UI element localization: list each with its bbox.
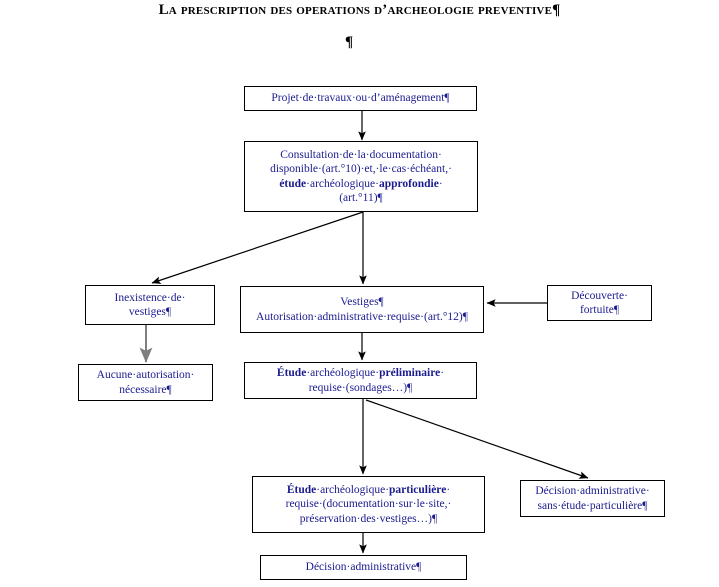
- node-text-line: Vestiges¶: [340, 296, 384, 308]
- node-text-line: (art.°11)¶: [339, 192, 383, 204]
- node-text: Vestiges¶ Autorisation·administrative·req…: [245, 295, 479, 324]
- node-text-line: Étude·archéologique·préliminaire·: [276, 367, 445, 379]
- node-text-line: Aucune·autorisation·: [96, 369, 195, 381]
- node-etude-archeologique-preliminaire[interactable]: Étude·archéologique·préliminaire· requise…: [244, 362, 477, 399]
- node-text-line: disponible·(art.°10)·et,·le·cas·échéant,…: [270, 163, 452, 175]
- node-text: Projet·de·travaux·ou·d’aménagement¶: [249, 91, 472, 106]
- node-text: Aucune·autorisation· nécessaire¶: [83, 368, 208, 397]
- node-text-line: Étude·archéologique·particulière·: [286, 483, 451, 496]
- node-aucune-autorisation-necessaire[interactable]: Aucune·autorisation· nécessaire¶: [78, 364, 213, 401]
- node-inexistence-de-vestiges[interactable]: Inexistence·de· vestiges¶: [85, 285, 215, 325]
- node-text: Étude·archéologique·particulière· requise…: [257, 483, 480, 527]
- node-vestiges-autorisation-administrative[interactable]: Vestiges¶ Autorisation·administrative·req…: [240, 286, 484, 333]
- node-text: Consultation·de·la·documentation· disponi…: [249, 148, 473, 206]
- node-text-line: vestiges¶: [128, 306, 172, 318]
- node-etude-archeologique-particuliere[interactable]: Étude·archéologique·particulière· requise…: [252, 476, 485, 533]
- node-text: Étude·archéologique·préliminaire· requise…: [249, 366, 472, 395]
- node-text: Inexistence·de· vestiges¶: [90, 291, 210, 320]
- node-consultation-documentation[interactable]: Consultation·de·la·documentation· disponi…: [244, 141, 478, 212]
- node-text-line: étude·archéologique·approfondie·: [279, 177, 443, 190]
- node-text-line: fortuite¶: [579, 304, 620, 316]
- node-text-line: requise·(documentation·sur·le·site,·: [285, 498, 452, 511]
- node-projet-de-travaux[interactable]: Projet·de·travaux·ou·d’aménagement¶: [244, 86, 477, 111]
- node-text-line: sans·étude·particulière¶: [537, 499, 648, 512]
- page-title: La prescription des operations d’archeol…: [158, 2, 561, 18]
- node-text-line: requise·(sondages…)¶: [308, 381, 413, 394]
- node-decouverte-fortuite[interactable]: Découverte· fortuite¶: [547, 285, 652, 321]
- node-text-line: Autorisation·administrative·requise·(art…: [256, 310, 468, 323]
- standalone-pilcrow: ¶: [345, 34, 354, 50]
- node-text: Décision·administrative¶: [265, 560, 462, 575]
- node-text-line: Consultation·de·la·documentation·: [280, 148, 442, 161]
- node-text-line: Projet·de·travaux·ou·d’aménagement¶: [271, 92, 450, 105]
- node-text-line: Décision·administrative¶: [305, 561, 422, 574]
- node-decision-administrative[interactable]: Décision·administrative¶: [260, 555, 467, 580]
- node-text: Décision·administrative· sans·étude·parti…: [525, 484, 660, 513]
- node-text-line: Inexistence·de·: [114, 291, 186, 304]
- node-text: Découverte· fortuite¶: [552, 289, 647, 318]
- node-text-line: Découverte·: [571, 289, 628, 302]
- node-text-line: nécessaire¶: [119, 383, 172, 396]
- node-decision-administrative-sans-etude[interactable]: Décision·administrative· sans·étude·parti…: [520, 480, 665, 517]
- node-text-line: préservation·des·vestiges…)¶: [299, 512, 438, 525]
- edge-consultation-to-inexistence: [151, 211, 364, 284]
- edge-etude-preliminaire-to-decision-sans-etude: [365, 399, 589, 479]
- node-text-line: Décision·administrative·: [535, 485, 650, 497]
